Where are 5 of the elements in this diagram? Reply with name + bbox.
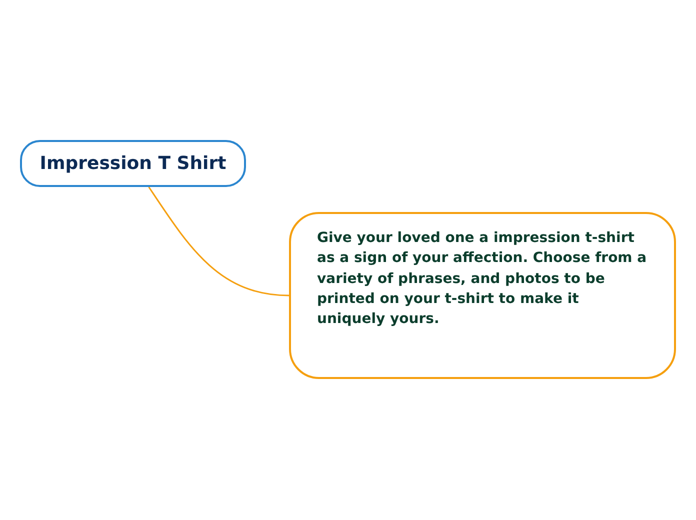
connector-line [148, 186, 290, 296]
topic-note: Give your loved one a impression t-shirt as a sign of your affection. Choose from a variety of phrases, and photos to be printed on your t-shirt to make it uniquely yours. [317, 229, 648, 330]
topic-title: Impression T Shirt [40, 152, 226, 174]
topic-box [20, 140, 246, 187]
subtopic-box [289, 212, 676, 379]
